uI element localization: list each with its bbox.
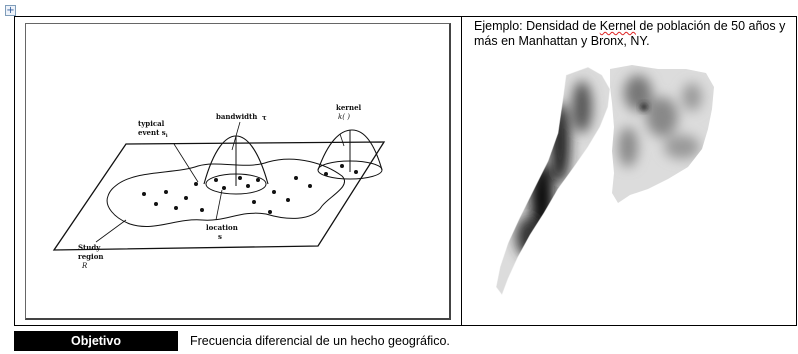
event-points <box>142 164 358 214</box>
objective-row: Objetivo Frecuencia diferencial de un he… <box>14 331 797 351</box>
kernel-diagram-figure: typical event si bandwidth τ kernel k( )… <box>25 23 451 320</box>
study-region-symbol: R <box>81 262 88 270</box>
location-label: location <box>206 223 238 232</box>
kernel-diagram-svg: typical event si bandwidth τ kernel k( )… <box>52 103 386 270</box>
study-region-label-2: region <box>78 252 103 261</box>
manhattan-outline <box>495 66 611 297</box>
table-move-handle-icon[interactable]: + <box>5 5 16 16</box>
kernel-bell-right <box>317 129 383 171</box>
kernel-label: kernel <box>336 103 362 112</box>
table-cell-map: Ejemplo: Densidad de Kernel de población… <box>462 17 796 325</box>
study-region-outline <box>106 158 345 227</box>
typical-event-label-2: event si <box>138 128 168 139</box>
document-table: typical event si bandwidth τ kernel k( )… <box>14 16 797 326</box>
kernel-word: Kernel <box>599 19 636 33</box>
study-region-label-1: Study <box>78 243 101 252</box>
kernel-function-label: k( ) <box>338 113 350 121</box>
study-plane <box>52 141 386 251</box>
typical-event-leader <box>173 143 199 183</box>
objective-label: Objetivo <box>14 331 178 351</box>
location-leader <box>215 189 223 221</box>
map-caption: Ejemplo: Densidad de Kernel de población… <box>474 19 786 48</box>
objective-value: Frecuencia diferencial de un hecho geogr… <box>190 334 450 348</box>
bandwidth-leader <box>231 121 241 151</box>
table-cell-diagram: typical event si bandwidth τ kernel k( )… <box>15 17 462 325</box>
kernel-leader <box>339 133 345 147</box>
kernel-density-map <box>495 65 714 297</box>
location-symbol: s <box>218 232 222 241</box>
study-region-leader <box>95 219 127 243</box>
typical-event-label: typical <box>138 119 165 128</box>
tau-symbol: τ <box>262 113 267 122</box>
bandwidth-label: bandwidth <box>216 112 257 121</box>
